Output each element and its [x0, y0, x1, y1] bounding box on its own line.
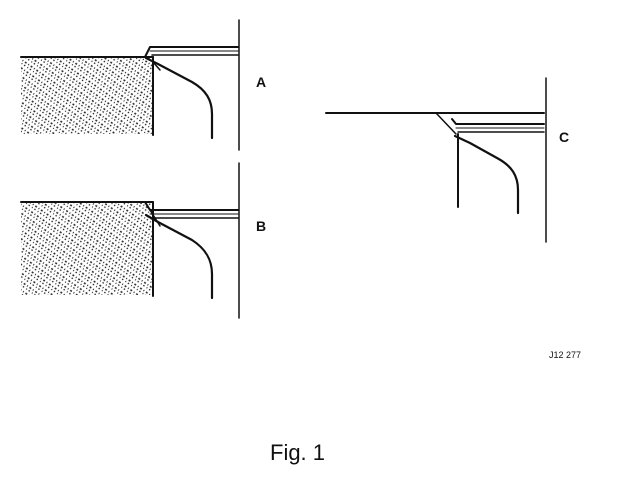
label-a: A [256, 74, 266, 90]
reference-code: J12 277 [549, 350, 581, 360]
detail-c-chamfer [435, 112, 457, 135]
detail-a [20, 19, 240, 151]
label-b: B [256, 218, 266, 234]
detail-b [20, 162, 240, 319]
detail-a-hatched-block [21, 58, 153, 134]
detail-c [325, 77, 547, 243]
detail-b-bent-sheet-inner [149, 209, 161, 227]
detail-b-bent-sheet [144, 213, 214, 300]
detail-a-flange [144, 46, 239, 58]
detail-b-hatched-block [21, 203, 153, 295]
figure-caption: Fig. 1 [270, 440, 325, 465]
label-c: C [559, 129, 569, 145]
detail-c-flange [451, 118, 545, 125]
detail-c-bent-sheet [453, 134, 520, 215]
detail-a-bent-sheet [144, 56, 214, 140]
detail-b-flange [144, 201, 239, 211]
detail-a-bent-sheet-inner [152, 61, 161, 71]
